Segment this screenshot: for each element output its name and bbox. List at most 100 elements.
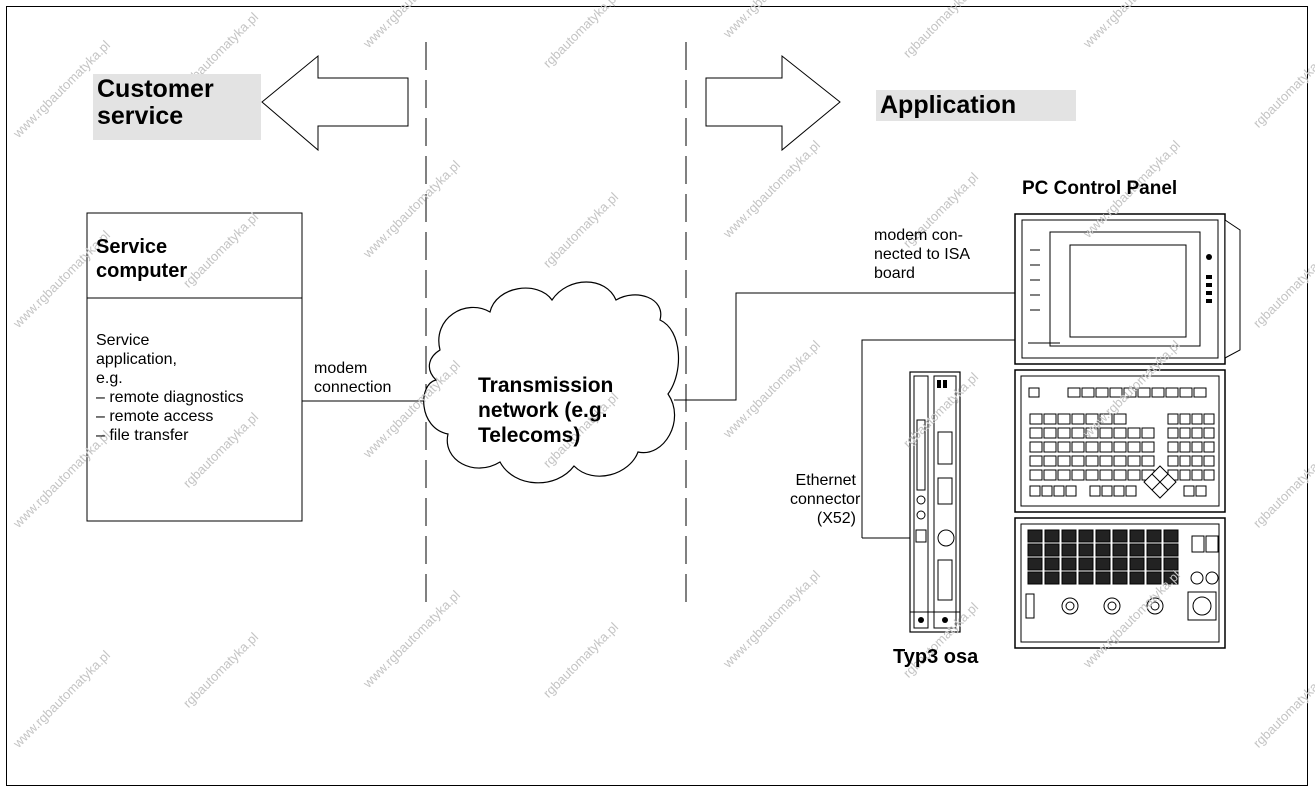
keyboard-key	[1167, 455, 1179, 467]
mcp-switch	[1191, 535, 1205, 553]
keyboard-key	[1191, 441, 1203, 453]
ethernet-label-line: Ethernet	[795, 472, 856, 489]
keyboard-key	[1113, 427, 1127, 439]
typ3-osa-device	[909, 371, 961, 633]
keyboard-key	[1151, 387, 1165, 398]
keyboard-key	[1141, 455, 1155, 467]
keyboard-key	[1101, 485, 1113, 497]
mcp-key	[1129, 571, 1145, 585]
keyboard-key	[1095, 387, 1109, 398]
modem-isa-label-line: modem con-	[874, 227, 963, 244]
service-computer-title-line1: Service	[96, 236, 168, 258]
keyboard-key	[1081, 387, 1095, 398]
keyboard-key	[1029, 413, 1043, 425]
keyboard-key	[1127, 469, 1141, 481]
modem-isa-label: modem con- nected to ISA board	[874, 226, 970, 283]
pc-control-panel-device	[1014, 213, 1241, 365]
keyboard-key	[1127, 441, 1141, 453]
keyboard-key	[1113, 413, 1127, 425]
mcp-key	[1146, 571, 1162, 585]
mcp-dial-center	[1150, 601, 1160, 611]
mcp-key	[1146, 543, 1162, 557]
keyboard-key	[1085, 441, 1099, 453]
mcp-dial-center	[1107, 601, 1117, 611]
modem-connection-label: modem connection	[314, 359, 391, 397]
service-computer-body: Service application, e.g. – remote diagn…	[96, 331, 244, 445]
mcp-key	[1061, 529, 1077, 543]
keyboard-key	[1113, 485, 1125, 497]
transmission-network-line: Transmission	[478, 374, 614, 397]
mcp-key	[1078, 529, 1094, 543]
mcp-key	[1061, 557, 1077, 571]
ethernet-label-line: connector	[790, 491, 861, 508]
keyboard-key	[1099, 413, 1113, 425]
keyboard-key	[1141, 441, 1155, 453]
keyboard-key	[1089, 485, 1101, 497]
keyboard-key	[1071, 469, 1085, 481]
keyboard-key	[1085, 427, 1099, 439]
ethernet-line	[861, 339, 1015, 538]
keyboard-key	[1195, 485, 1207, 497]
keyboard-key	[1071, 413, 1085, 425]
keyboard-key	[1065, 485, 1077, 497]
mcp-handwheel	[1025, 593, 1035, 619]
mcp-key	[1044, 557, 1060, 571]
keyboard-key	[1113, 455, 1127, 467]
service-computer-body-line: – remote diagnostics	[96, 389, 244, 406]
keyboard-key	[1109, 387, 1123, 398]
keyboard-key	[1137, 387, 1151, 398]
modem-connection-label-line: connection	[314, 379, 392, 396]
service-computer-body-line: Service	[96, 332, 150, 349]
keyboard-key	[1043, 455, 1057, 467]
keyboard-key	[1071, 427, 1085, 439]
modem-connection-label-line: modem	[314, 360, 368, 377]
mcp-keyswitch	[1190, 571, 1204, 585]
keyboard-key	[1099, 455, 1113, 467]
keyboard-key	[1029, 427, 1043, 439]
mcp-key	[1146, 529, 1162, 543]
keyboard-key	[1165, 387, 1179, 398]
keyboard-key	[1057, 427, 1071, 439]
keyboard-key	[1085, 413, 1099, 425]
keyboard-key	[1043, 427, 1057, 439]
keyboard-key	[1203, 413, 1215, 425]
mcp-key	[1044, 571, 1060, 585]
customer-service-header-line1: Customer	[97, 75, 214, 103]
keyboard-key	[1179, 455, 1191, 467]
keyboard-key	[1179, 427, 1191, 439]
mcp-keyswitch	[1205, 571, 1219, 585]
keyboard-key	[1191, 413, 1203, 425]
keyboard-key	[1057, 469, 1071, 481]
mcp-key	[1061, 543, 1077, 557]
modem-isa-label-line: nected to ISA	[874, 246, 971, 263]
mcp-key	[1129, 529, 1145, 543]
cursor-keys-divider	[1151, 473, 1169, 491]
keyboard-key	[1041, 485, 1053, 497]
service-computer-body-line: – remote access	[96, 408, 214, 425]
keyboard-key	[1179, 441, 1191, 453]
keyboard-key	[1167, 427, 1179, 439]
keyboard-key	[1085, 469, 1099, 481]
mcp-key	[1044, 529, 1060, 543]
transmission-network-line: Telecoms)	[478, 424, 581, 447]
keyboard-key	[1127, 455, 1141, 467]
customer-service-header-line2: service	[97, 102, 184, 130]
mcp-key	[1095, 571, 1111, 585]
mcp-key	[1163, 571, 1179, 585]
keyboard-key	[1043, 413, 1057, 425]
keyboard-key	[1123, 387, 1137, 398]
service-computer-box	[86, 212, 303, 522]
keyboard-key	[1067, 387, 1081, 398]
application-header: Application	[876, 90, 1076, 121]
keyboard-panel-device	[1014, 369, 1226, 513]
mcp-key	[1163, 543, 1179, 557]
mcp-key	[1078, 543, 1094, 557]
keyboard-key	[1183, 485, 1195, 497]
keyboard-key	[1043, 441, 1057, 453]
keyboard-key	[1179, 387, 1193, 398]
keyboard-key	[1127, 427, 1141, 439]
keyboard-key	[1071, 441, 1085, 453]
keyboard-key	[1179, 469, 1191, 481]
keyboard-key	[1029, 469, 1043, 481]
